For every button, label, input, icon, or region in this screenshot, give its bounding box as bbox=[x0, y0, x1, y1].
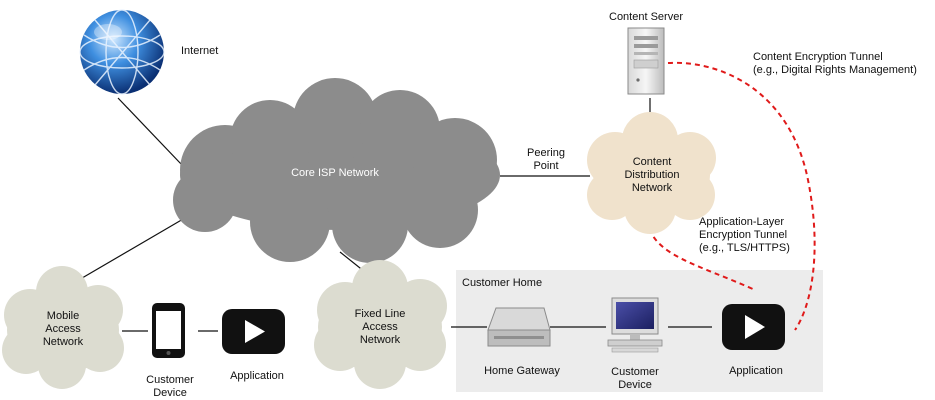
customer-device-left-line1: Customer bbox=[146, 374, 194, 386]
computer-icon bbox=[607, 297, 663, 353]
core-isp-cloud bbox=[173, 78, 500, 263]
links bbox=[64, 97, 712, 332]
peering-point-label: Peering Point bbox=[518, 147, 574, 173]
fixed-access-cloud bbox=[314, 260, 447, 389]
fixed-line3: Network bbox=[359, 334, 401, 346]
core-isp-label: Core ISP Network bbox=[291, 167, 379, 179]
mobile-line1: Mobile bbox=[46, 310, 80, 322]
application-right-icon bbox=[722, 304, 785, 350]
fixed-line1: Fixed Line bbox=[354, 308, 406, 320]
app-tunnel-label: Application-Layer Encryption Tunnel (e.g… bbox=[699, 216, 790, 255]
customer-home-label: Customer Home bbox=[462, 277, 543, 289]
cdn-line1: Content bbox=[632, 156, 672, 168]
app-tunnel-line1: Application-Layer bbox=[699, 216, 784, 228]
link-core-mobile bbox=[64, 214, 191, 289]
mobile-access-cloud bbox=[2, 266, 124, 389]
customer-device-right-line1: Customer bbox=[611, 366, 659, 378]
cdn-line3: Network bbox=[631, 182, 673, 194]
globe-icon bbox=[79, 9, 165, 95]
customer-device-left-label: Customer Device bbox=[130, 374, 210, 400]
fixed-access-label: Fixed Line Access Network bbox=[335, 308, 425, 347]
cdn-line2: Distribution bbox=[624, 169, 680, 181]
content-tunnel-label: Content Encryption Tunnel (e.g., Digital… bbox=[753, 51, 917, 77]
application-right-label: Application bbox=[729, 365, 783, 377]
cdn-cloud bbox=[587, 112, 716, 234]
peering-line1: Peering bbox=[527, 147, 565, 159]
app-tunnel-line3: (e.g., TLS/HTTPS) bbox=[699, 242, 790, 254]
customer-device-right-label: Customer Device bbox=[595, 366, 675, 392]
app-tunnel-line2: Encryption Tunnel bbox=[699, 229, 788, 241]
cdn-label: Content Distribution Network bbox=[602, 156, 702, 195]
fixed-line2: Access bbox=[362, 321, 398, 333]
content-tunnel-line1: Content Encryption Tunnel bbox=[753, 51, 883, 63]
customer-device-right-line2: Device bbox=[618, 379, 652, 391]
home-gateway-label: Home Gateway bbox=[484, 365, 560, 377]
server-icon bbox=[627, 27, 665, 95]
mobile-access-label: Mobile Access Network bbox=[18, 310, 108, 349]
application-left-icon bbox=[222, 309, 285, 354]
content-encryption-tunnel bbox=[667, 61, 816, 331]
mobile-line3: Network bbox=[42, 336, 84, 348]
content-server-label: Content Server bbox=[609, 11, 683, 23]
mobile-line2: Access bbox=[45, 323, 81, 335]
internet-label: Internet bbox=[181, 45, 219, 57]
link-internet-core bbox=[117, 97, 183, 166]
content-tunnel-line2: (e.g., Digital Rights Management) bbox=[753, 64, 917, 76]
peering-line2: Point bbox=[533, 160, 559, 172]
home-gateway-icon bbox=[487, 307, 551, 347]
application-left-label: Application bbox=[230, 370, 284, 382]
customer-device-left-line2: Device bbox=[153, 387, 187, 399]
phone-icon bbox=[152, 303, 185, 358]
